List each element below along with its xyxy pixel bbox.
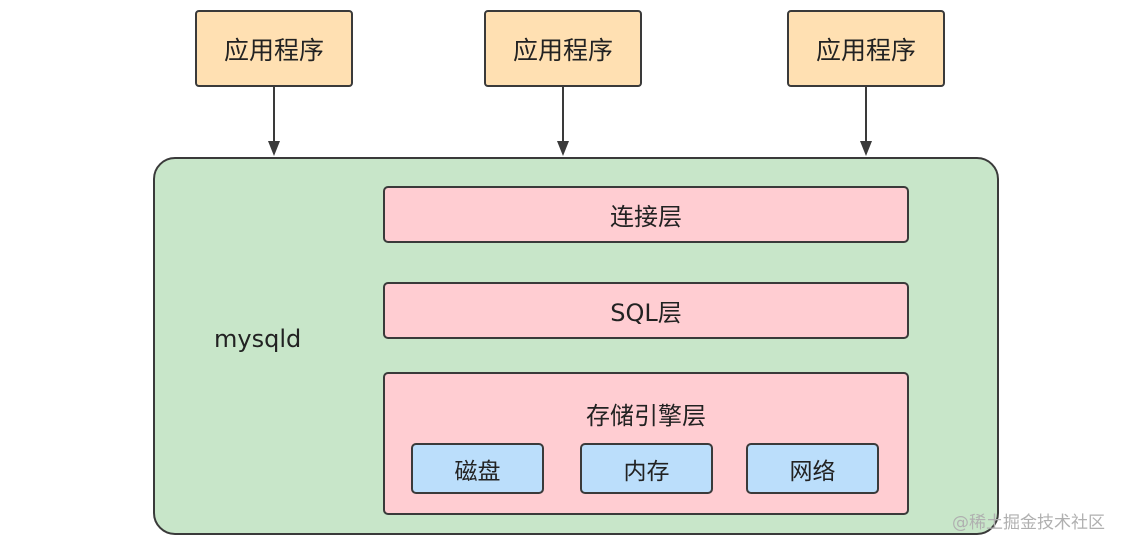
arrow-down-icon	[268, 87, 280, 156]
storage-engine-layer-label: 存储引擎层	[586, 402, 706, 430]
sql-layer: SQL层	[383, 282, 909, 339]
application-box: 应用程序	[787, 10, 945, 87]
network-component: 网络	[746, 443, 879, 494]
watermark: @稀土掘金技术社区	[952, 513, 1105, 533]
application-box: 应用程序	[195, 10, 353, 87]
arrow-down-icon	[557, 87, 569, 156]
mysqld-label: mysqld	[214, 325, 302, 353]
arrow-down-icon	[860, 87, 872, 156]
application-box: 应用程序	[484, 10, 642, 87]
disk-component: 磁盘	[411, 443, 544, 494]
memory-component: 内存	[580, 443, 713, 494]
connection-layer: 连接层	[383, 186, 909, 243]
